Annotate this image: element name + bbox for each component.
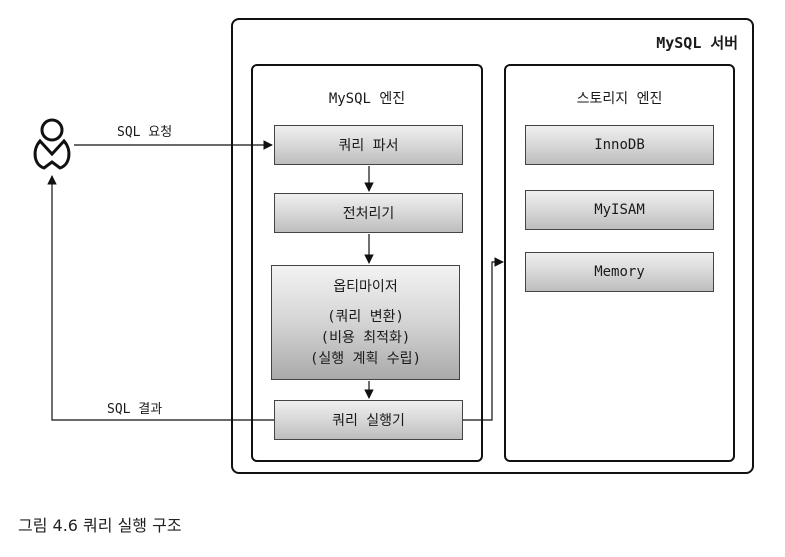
mysql-server-title: MySQL 서버: [656, 34, 738, 52]
figure-caption: 그림 4.6 쿼리 실행 구조: [18, 516, 182, 535]
query-parser-label: 쿼리 파서: [338, 138, 399, 154]
sql-result-arrow: [47, 175, 274, 421]
user-icon: [33, 118, 71, 170]
query-parser-box: 쿼리 파서: [274, 125, 463, 165]
query-executor-box: 쿼리 실행기: [274, 400, 463, 440]
preprocessor-label: 전처리기: [342, 206, 395, 222]
executor-to-storage-arrow: [463, 257, 504, 421]
preprocessor-box: 전처리기: [274, 193, 463, 233]
optimizer-box: 옵티마이저 (쿼리 변환) (비용 최적화) (실행 계획 수립): [271, 265, 460, 380]
storage-item-myisam: MyISAM: [525, 190, 714, 230]
mysql-server-container: MySQL 서버: [231, 18, 754, 474]
mysql-engine-title: MySQL 엔진: [328, 91, 406, 107]
storage-engine-title: 스토리지 엔진: [576, 91, 663, 107]
storage-item-memory: Memory: [525, 252, 714, 292]
storage-item-innodb: InnoDB: [525, 125, 714, 165]
optimizer-title: 옵티마이저: [333, 279, 398, 295]
sql-result-label: SQL 결과: [107, 402, 163, 417]
optimizer-step: (비용 최적화): [320, 330, 411, 346]
optimizer-step: (실행 계획 수립): [310, 351, 421, 367]
optimizer-step: (쿼리 변환): [327, 309, 404, 325]
storage-item-label: MyISAM: [594, 202, 645, 218]
storage-item-label: InnoDB: [594, 137, 645, 153]
storage-item-label: Memory: [594, 264, 645, 280]
query-executor-label: 쿼리 실행기: [332, 413, 405, 429]
sql-request-label: SQL 요청: [117, 125, 173, 140]
